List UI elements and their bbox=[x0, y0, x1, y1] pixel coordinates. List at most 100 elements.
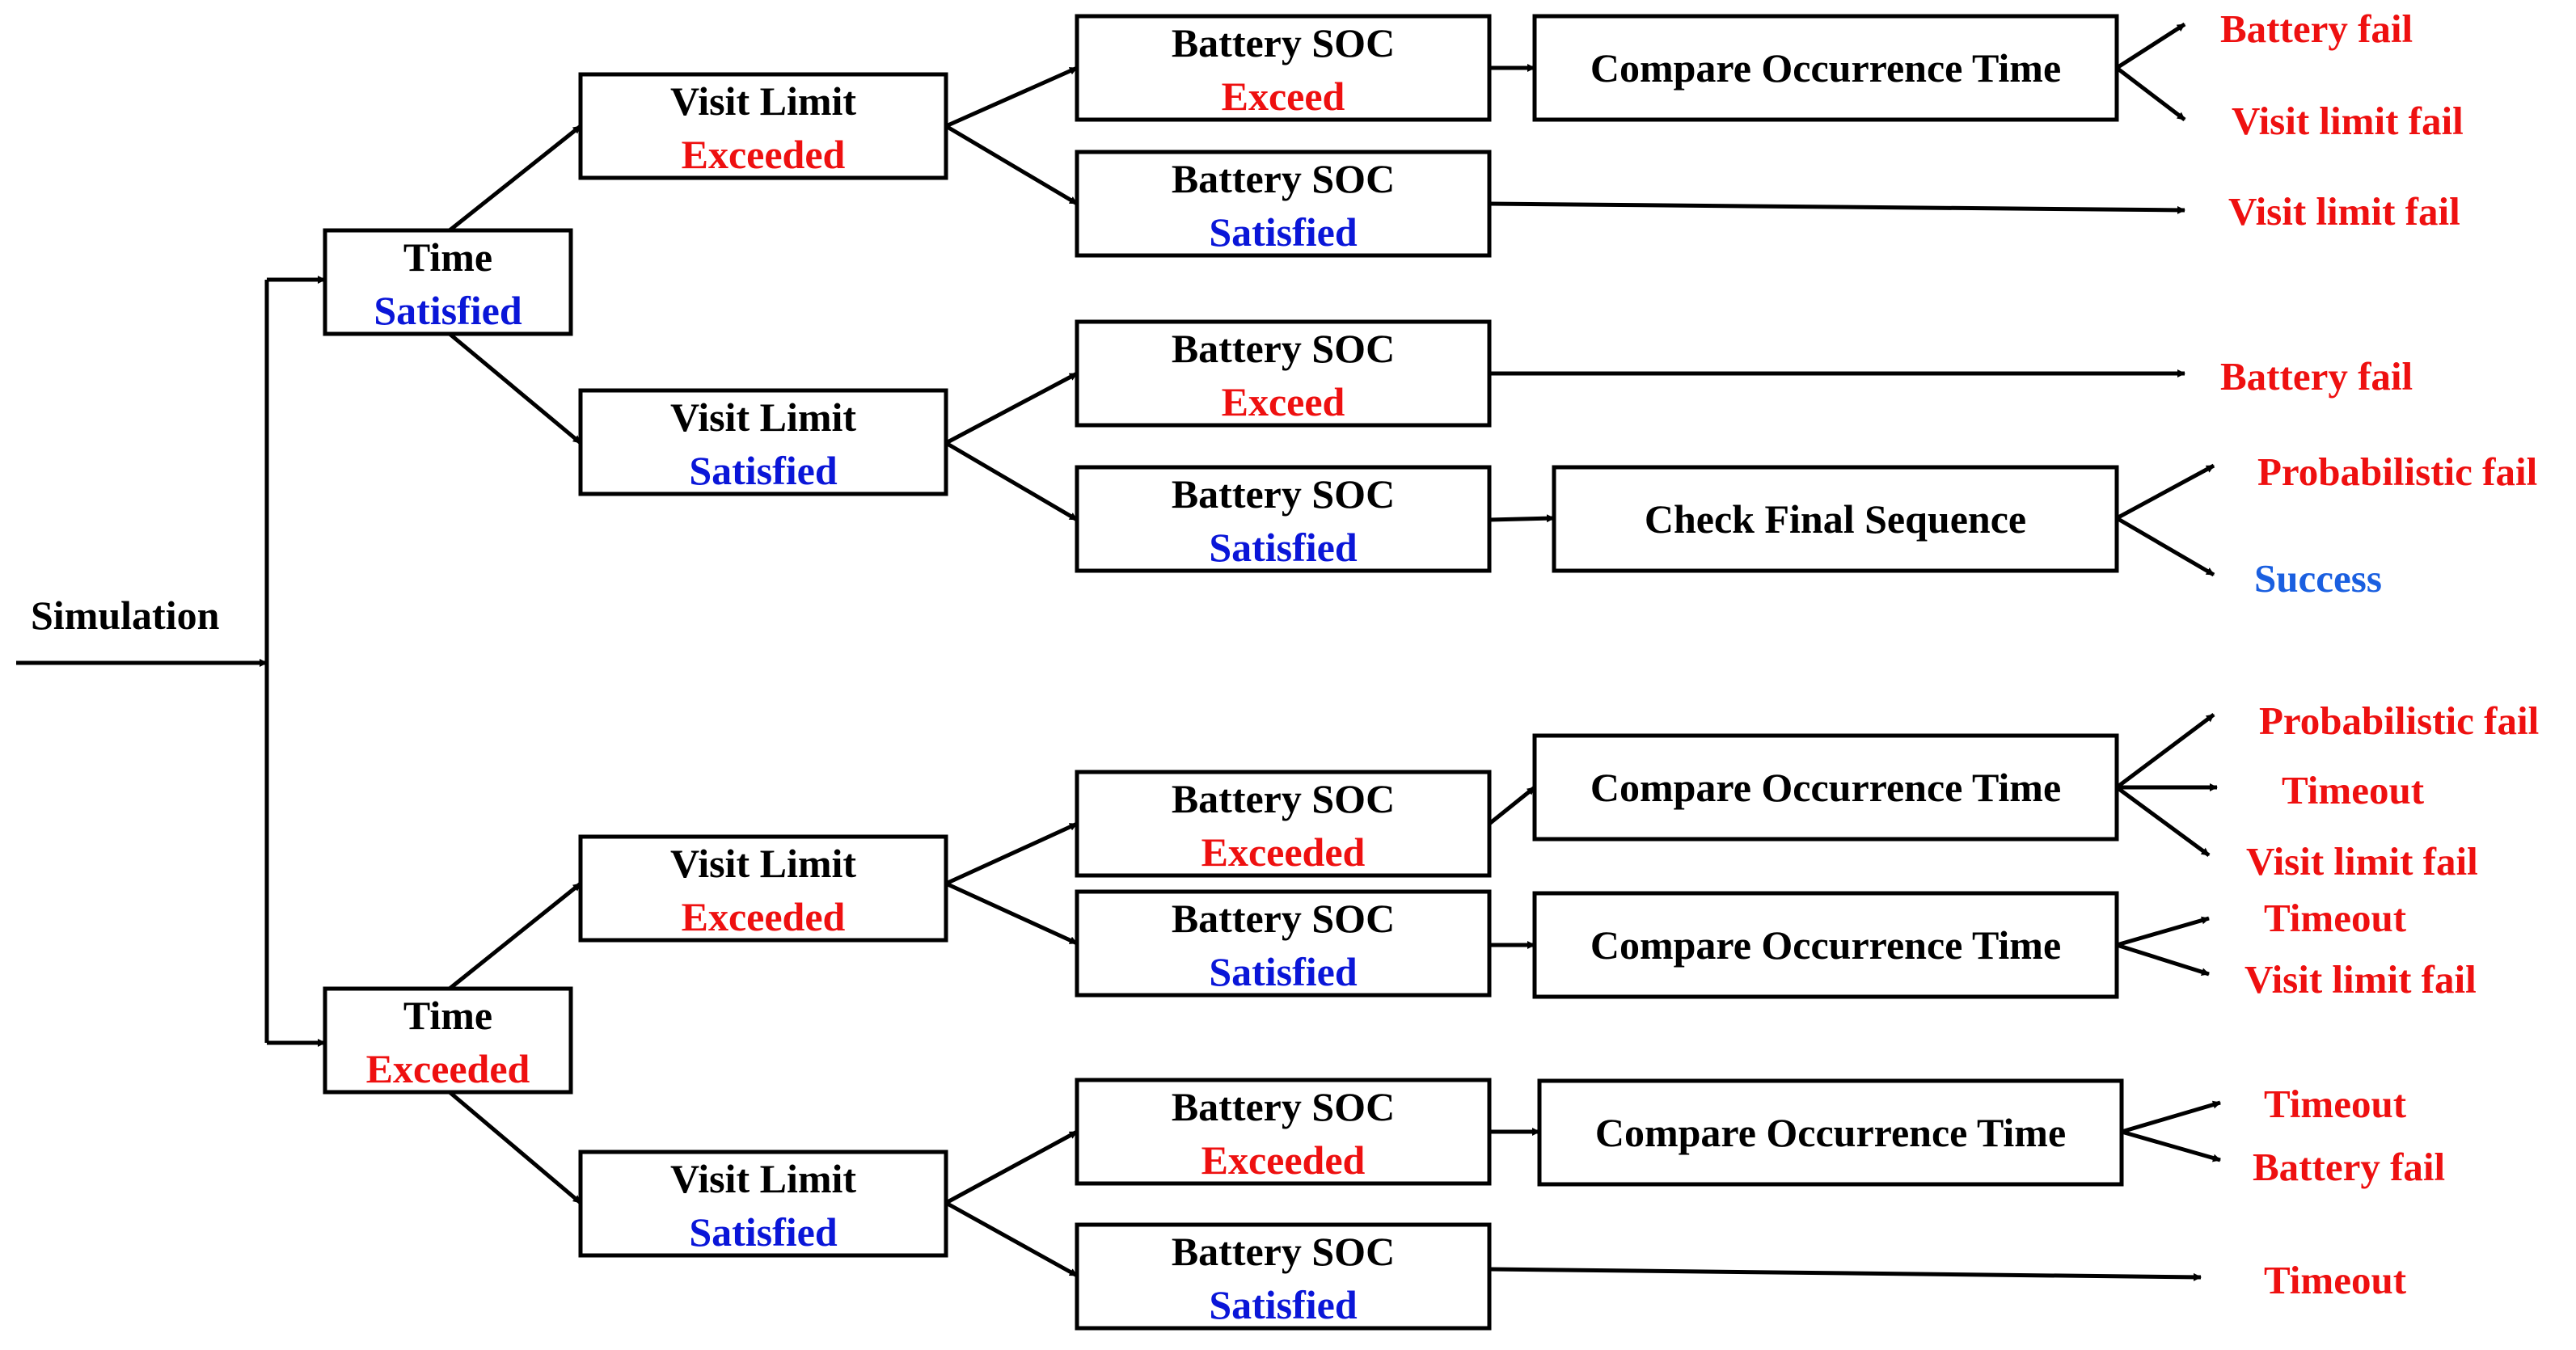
node-box-battery-2 bbox=[1075, 150, 1492, 258]
outcome-out-4: Battery fail bbox=[2220, 354, 2413, 399]
edge-check-2-out-5 bbox=[2115, 463, 2215, 521]
outcome-out-1: Battery fail bbox=[2220, 6, 2413, 51]
outcome-out-5: Probabilistic fail bbox=[2257, 449, 2537, 494]
node-box-check-2 bbox=[1552, 465, 2119, 573]
node-status-battery-1: Exceed bbox=[1222, 74, 1345, 119]
node-check-3: Compare Occurrence Time bbox=[1532, 733, 2119, 842]
outcome-out-7: Probabilistic fail bbox=[2259, 698, 2539, 743]
node-box-time-2 bbox=[323, 986, 573, 1095]
node-status-visit-4: Satisfied bbox=[689, 1209, 838, 1255]
edge-visit-4-battery-7 bbox=[944, 1129, 1079, 1205]
node-box-visit-4 bbox=[578, 1150, 948, 1258]
node-title-check-4: Compare Occurrence Time bbox=[1590, 922, 2061, 968]
node-box-battery-4 bbox=[1075, 465, 1492, 573]
node-box-check-1 bbox=[1532, 14, 2119, 122]
node-title-battery-2: Battery SOC bbox=[1172, 156, 1395, 201]
node-title-time-1: Time bbox=[403, 234, 492, 280]
outcome-out-10: Timeout bbox=[2264, 896, 2407, 940]
node-box-battery-3 bbox=[1075, 319, 1492, 428]
node-title-time-2: Time bbox=[403, 993, 492, 1038]
outcome-out-9: Visit limit fail bbox=[2246, 839, 2478, 884]
node-battery-3: Battery SOC Exceed bbox=[1075, 319, 1492, 428]
node-title-visit-1: Visit Limit bbox=[670, 78, 856, 124]
outcome-out-8: Timeout bbox=[2282, 768, 2425, 812]
edge-battery-5-check-3 bbox=[1488, 786, 1536, 825]
outcome-out-13: Battery fail bbox=[2253, 1145, 2445, 1189]
edge-check-3-out-7 bbox=[2115, 713, 2215, 789]
node-check-4: Compare Occurrence Time bbox=[1532, 891, 2119, 999]
node-check-1: Compare Occurrence Time bbox=[1532, 14, 2119, 122]
outcome-out-11: Visit limit fail bbox=[2244, 957, 2477, 1002]
node-title-battery-8: Battery SOC bbox=[1172, 1229, 1395, 1274]
node-box-battery-5 bbox=[1075, 770, 1492, 878]
node-box-visit-2 bbox=[578, 388, 948, 496]
node-battery-2: Battery SOC Satisfied bbox=[1075, 150, 1492, 258]
edge-check-3-out-9 bbox=[2115, 785, 2211, 858]
node-title-battery-3: Battery SOC bbox=[1172, 326, 1395, 371]
edge-visit-3-battery-6 bbox=[944, 881, 1079, 946]
edge-time-1-visit-1 bbox=[448, 124, 582, 232]
edge-check-4-out-11 bbox=[2116, 943, 2210, 977]
edge-check-5-out-12 bbox=[2121, 1100, 2221, 1134]
node-title-check-1: Compare Occurrence Time bbox=[1590, 45, 2061, 91]
node-title-visit-2: Visit Limit bbox=[670, 394, 856, 440]
connector-lines bbox=[16, 22, 2221, 1281]
outcome-out-14: Timeout bbox=[2264, 1258, 2407, 1302]
node-title-visit-4: Visit Limit bbox=[670, 1156, 856, 1201]
node-battery-1: Battery SOC Exceed bbox=[1075, 14, 1492, 122]
edge-visit-3-battery-5 bbox=[944, 821, 1079, 886]
outcome-out-6: Success bbox=[2254, 556, 2382, 601]
node-title-check-2: Check Final Sequence bbox=[1645, 496, 2026, 542]
edge-check-5-out-13 bbox=[2121, 1129, 2221, 1162]
node-box-time-1 bbox=[323, 228, 573, 336]
outcome-out-3: Visit limit fail bbox=[2228, 189, 2460, 234]
node-box-battery-7 bbox=[1075, 1078, 1492, 1186]
node-status-time-2: Exceeded bbox=[366, 1046, 530, 1091]
node-box-check-5 bbox=[1537, 1078, 2124, 1187]
edge-battery-2-out-3 bbox=[1489, 201, 2185, 214]
node-box-visit-1 bbox=[578, 72, 948, 180]
outcome-out-12: Timeout bbox=[2264, 1082, 2407, 1126]
node-box-check-4 bbox=[1532, 891, 2119, 999]
node-status-visit-1: Exceeded bbox=[682, 132, 846, 177]
outcome-out-2: Visit limit fail bbox=[2232, 99, 2464, 143]
edge-time-2-visit-3 bbox=[448, 882, 582, 990]
root-label-simulation: Simulation bbox=[31, 593, 220, 638]
node-status-battery-4: Satisfied bbox=[1209, 525, 1358, 570]
edge-visit-1-battery-2 bbox=[944, 124, 1079, 206]
edge-check-1-out-2 bbox=[2115, 66, 2186, 121]
edge-battery-8-out-14 bbox=[1489, 1267, 2202, 1281]
edge-visit-1-battery-1 bbox=[944, 65, 1079, 129]
edge-visit-2-battery-4 bbox=[944, 441, 1079, 522]
edge-time-2-visit-4 bbox=[448, 1091, 582, 1204]
node-title-battery-1: Battery SOC bbox=[1172, 20, 1395, 65]
edge-check-4-out-10 bbox=[2116, 916, 2210, 947]
node-status-visit-3: Exceeded bbox=[682, 894, 846, 939]
node-title-visit-3: Visit Limit bbox=[670, 841, 856, 886]
edge-time-1-visit-2 bbox=[448, 332, 582, 445]
node-box-visit-3 bbox=[578, 834, 948, 943]
node-title-battery-7: Battery SOC bbox=[1172, 1084, 1395, 1129]
node-title-battery-6: Battery SOC bbox=[1172, 896, 1395, 941]
node-battery-6: Battery SOC Satisfied bbox=[1075, 889, 1492, 998]
node-status-time-1: Satisfied bbox=[374, 288, 522, 333]
edge-visit-4-battery-8 bbox=[944, 1200, 1079, 1278]
node-status-battery-2: Satisfied bbox=[1209, 209, 1358, 255]
node-status-visit-2: Satisfied bbox=[689, 448, 838, 493]
node-status-battery-6: Satisfied bbox=[1209, 949, 1358, 994]
node-box-check-3 bbox=[1532, 733, 2119, 842]
edge-battery-4-check-2 bbox=[1489, 514, 1555, 523]
node-status-battery-3: Exceed bbox=[1222, 379, 1345, 424]
node-box-battery-6 bbox=[1075, 889, 1492, 998]
